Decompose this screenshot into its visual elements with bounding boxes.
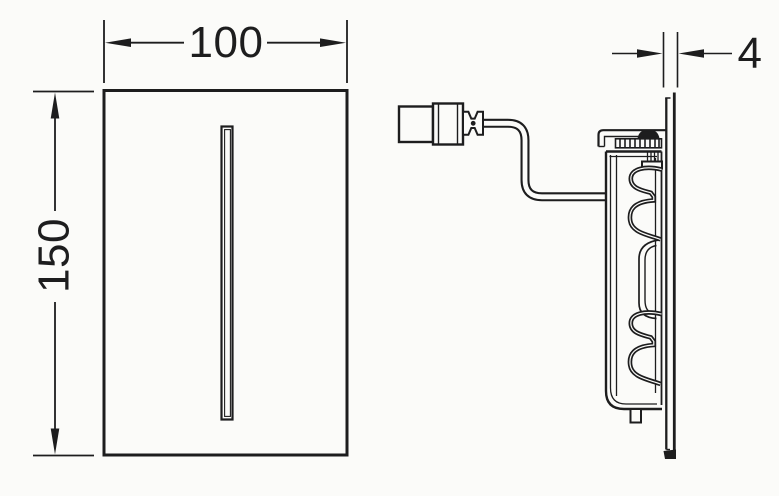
spring-clip-upper	[630, 168, 662, 240]
cable	[483, 118, 606, 202]
arrowhead-right	[320, 38, 346, 47]
side-view	[397, 92, 676, 459]
arrowhead-down	[50, 428, 60, 455]
bracket-outer	[597, 129, 667, 147]
dimension-label-height: 150	[29, 218, 79, 293]
sensor-slot-inner	[224, 129, 231, 417]
plate-bottom-cap	[663, 449, 676, 459]
arrowhead-left	[105, 38, 131, 47]
bracket-inner	[603, 135, 640, 147]
retaining-springs	[630, 168, 662, 384]
serrated-rail	[614, 138, 663, 149]
housing-outer-wall	[604, 151, 662, 411]
plug-body	[397, 105, 435, 144]
depth-dimension	[612, 32, 732, 88]
sensor-slot-outer	[220, 125, 234, 421]
plate-outline-front	[102, 89, 349, 457]
cable-connector	[397, 102, 484, 146]
arrowhead-right-point	[637, 49, 663, 58]
plug-coupling	[431, 102, 465, 146]
dimension-label-width: 100	[188, 18, 264, 67]
front-view	[102, 89, 349, 457]
clamp-pin	[470, 120, 476, 126]
housing-inner-wall	[609, 155, 657, 405]
mounting-housing	[604, 150, 663, 411]
plate-side-profile	[663, 92, 676, 459]
spring-clip-lower	[630, 312, 662, 384]
cable-core	[483, 120, 606, 200]
height-dimension	[33, 90, 94, 457]
housing-bottom-tab	[629, 408, 642, 424]
arrowhead-left-point	[678, 49, 704, 58]
rail-serrations	[619, 139, 660, 148]
mounting-bracket	[597, 129, 667, 170]
width-dimension	[103, 20, 348, 83]
arrowhead-up	[50, 92, 60, 119]
bolt-shaft	[646, 151, 659, 162]
adjuster-dome	[637, 129, 660, 139]
cable-outline	[483, 118, 606, 202]
dimension-label-depth: 4	[737, 29, 763, 78]
